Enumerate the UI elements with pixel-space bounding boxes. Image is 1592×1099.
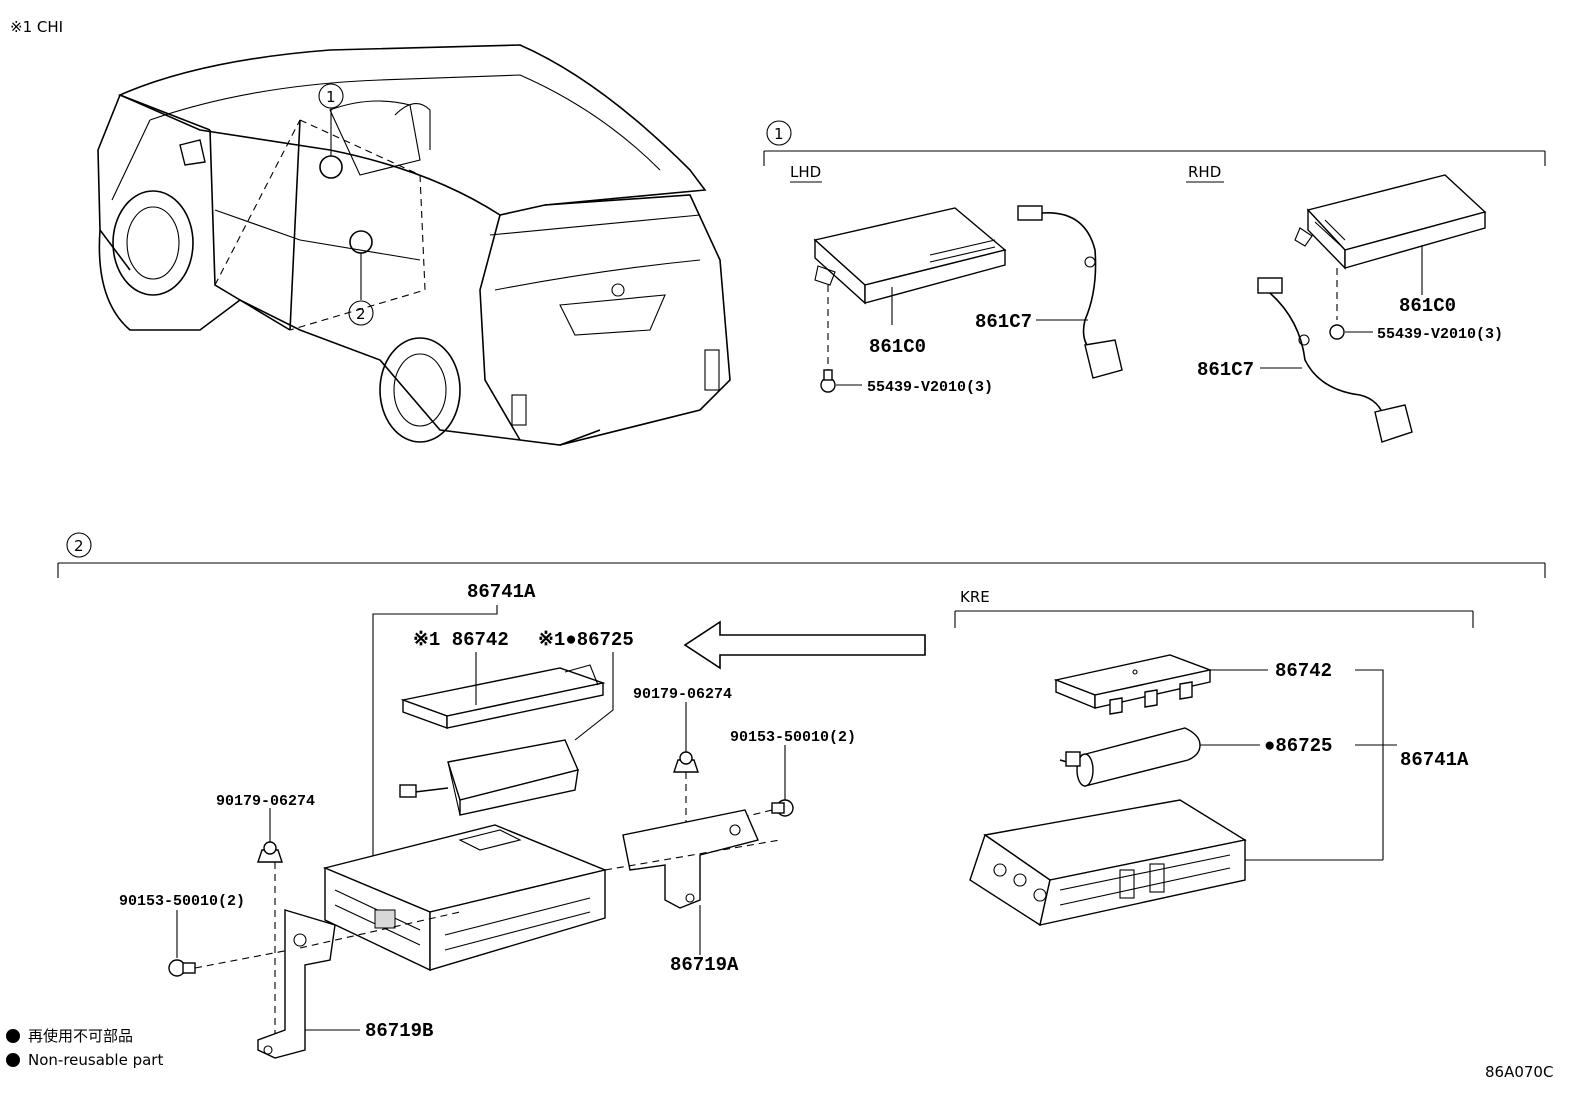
rhd-harness-label: 861C7 <box>1197 359 1254 381</box>
kre-frame <box>954 610 1474 628</box>
lhd-module-label: 861C0 <box>869 336 926 358</box>
legend-jp: 再使用不可部品 <box>6 1025 133 1046</box>
non-reusable-dot-icon <box>6 1029 20 1043</box>
bracket-b-label: 86719B <box>365 1020 433 1042</box>
legend-en: Non-reusable part <box>6 1051 163 1069</box>
assembly-label: 86741A <box>467 581 536 603</box>
bracket-86719b <box>257 909 360 1059</box>
rhd-screw <box>1329 324 1373 340</box>
right-nut <box>673 702 699 880</box>
section-1-frame <box>763 120 1546 183</box>
bracket-86719a <box>622 809 759 955</box>
vehicle-callout-2: 2 <box>356 305 366 323</box>
section-1-callout: 1 <box>774 125 784 143</box>
section-2-callout: 2 <box>74 537 84 555</box>
lhd-screw-label: 55439-V2010(3) <box>867 379 993 396</box>
legend-jp-text: 再使用不可部品 <box>28 1027 134 1045</box>
section-2-frame <box>57 532 1546 860</box>
main-ecu-unit <box>322 824 608 972</box>
battery-86725 <box>399 652 614 816</box>
left-nut-label: 90179-06274 <box>216 793 315 810</box>
header-note: ※1 CHI <box>10 18 63 36</box>
battery-label: ※1●86725 <box>538 629 634 651</box>
rhd-label: RHD <box>1188 163 1221 181</box>
left-bolt-label: 90153-50010(2) <box>119 893 245 910</box>
bracket-a-label: 86719A <box>670 954 739 976</box>
kre-cover-86742 <box>1053 654 1268 715</box>
figure-code: 86A070C <box>1485 1063 1553 1081</box>
kre-battery-label: ●86725 <box>1264 735 1332 757</box>
rhd-module-label: 861C0 <box>1399 295 1456 317</box>
kre-assembly-label: 86741A <box>1400 749 1469 771</box>
rhd-screw-label: 55439-V2010(3) <box>1377 326 1503 343</box>
rhd-harness-861c7 <box>1257 277 1413 443</box>
legend-en-text: Non-reusable part <box>28 1051 164 1069</box>
lhd-harness-861c7 <box>1017 205 1123 379</box>
left-nut <box>257 808 283 1040</box>
right-nut-label: 90179-06274 <box>633 686 732 703</box>
right-bolt-label: 90153-50010(2) <box>730 729 856 746</box>
lhd-screw <box>820 369 862 393</box>
direction-arrow <box>683 620 926 670</box>
lhd-label: LHD <box>790 163 821 181</box>
vehicle-callout-1: 1 <box>326 88 336 106</box>
kre-assembly-bracket <box>1355 669 1397 860</box>
non-reusable-dot-icon <box>6 1053 20 1067</box>
lhd-harness-label: 861C7 <box>975 311 1032 333</box>
kre-ecu-unit <box>969 799 1383 927</box>
kre-cover-label: 86742 <box>1275 660 1332 682</box>
lhd-module-861c0 <box>813 207 1007 370</box>
left-bolt <box>168 910 301 977</box>
kre-battery-86725 <box>1059 727 1260 787</box>
rhd-module-861c0 <box>1294 174 1487 320</box>
kre-label: KRE <box>960 588 990 606</box>
cover-label: ※1 86742 <box>413 629 509 651</box>
vehicle-illustration <box>97 44 731 446</box>
cover-86742 <box>400 652 606 729</box>
